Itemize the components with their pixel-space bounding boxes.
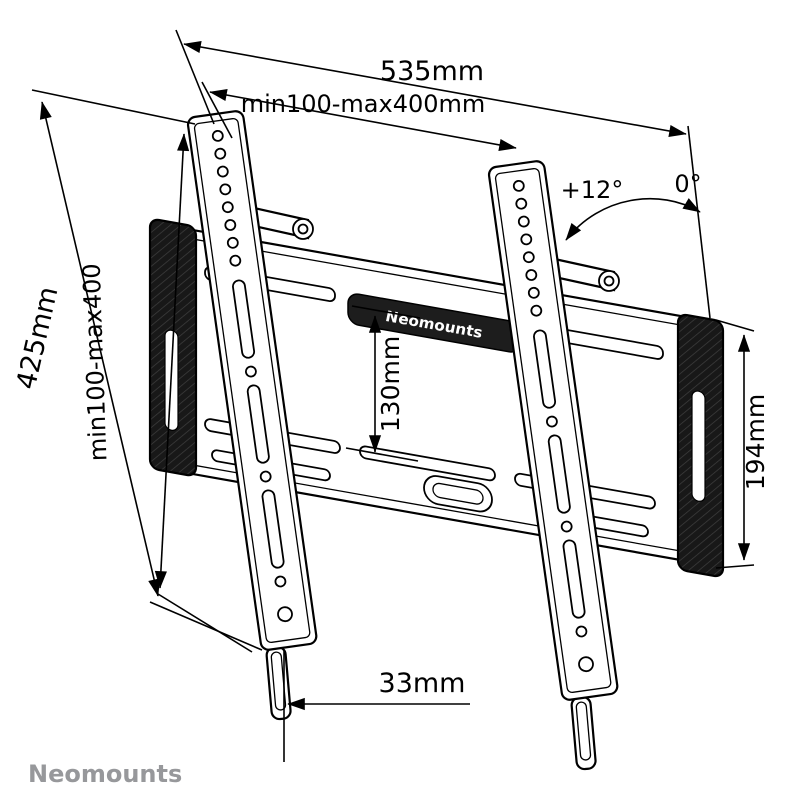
dim-vesa-height-ext-bottom (157, 593, 253, 653)
dim-depth: 33mm (283, 650, 470, 762)
tilt-indicator: +12° 0° (561, 170, 702, 241)
dim-side-height: 194mm (715, 319, 770, 569)
dim-vesa-height: min100-max400 (78, 133, 253, 653)
dim-total-height-ext-bottom (149, 601, 263, 651)
dim-total-width-ext-right (687, 125, 711, 319)
dim-194-ext-bottom (715, 564, 755, 569)
dim-total-height-line (39, 101, 161, 597)
dim-130-tick-top (351, 305, 421, 319)
dim-194-label: 194mm (741, 394, 770, 490)
left-bottom-hook (264, 645, 293, 721)
plate-bottom-slot-2 (359, 445, 496, 482)
dim-total-width-label: 535mm (380, 56, 484, 87)
dim-plate-center-height: 130mm (345, 305, 421, 462)
dim-vesa-width-line (209, 89, 517, 151)
dim-total-width-line (183, 40, 687, 138)
right-end-cap-slot (691, 390, 706, 502)
dim-vesa-width: min100-max400mm (201, 81, 517, 151)
dim-vesa-height-line (154, 133, 190, 589)
dim-130-tick-bottom (345, 447, 419, 462)
right-bottom-hook (569, 695, 598, 771)
dim-total-height-ext-top (31, 89, 196, 125)
tilt-arc (565, 197, 701, 241)
dim-vesa-height-label: min100-max400 (78, 263, 113, 462)
tilt-max-label: +12° (561, 176, 624, 204)
footer-logo: Neomounts (28, 760, 182, 788)
dim-total-height-label: 425mm (11, 284, 65, 392)
right-end-cap (676, 313, 725, 578)
dim-33-label: 33mm (379, 668, 466, 699)
plate-lock-handle (423, 475, 493, 513)
dim-total-width-ext-left (175, 29, 215, 125)
dim-130-label: 130mm (376, 336, 405, 432)
tilt-zero-label: 0° (674, 170, 701, 198)
left-tilt-arm (243, 204, 314, 240)
plate-lock-handle-inner (432, 482, 484, 505)
dim-vesa-width-label: min100-max400mm (241, 90, 486, 118)
dim-194-ext-top (715, 319, 755, 332)
